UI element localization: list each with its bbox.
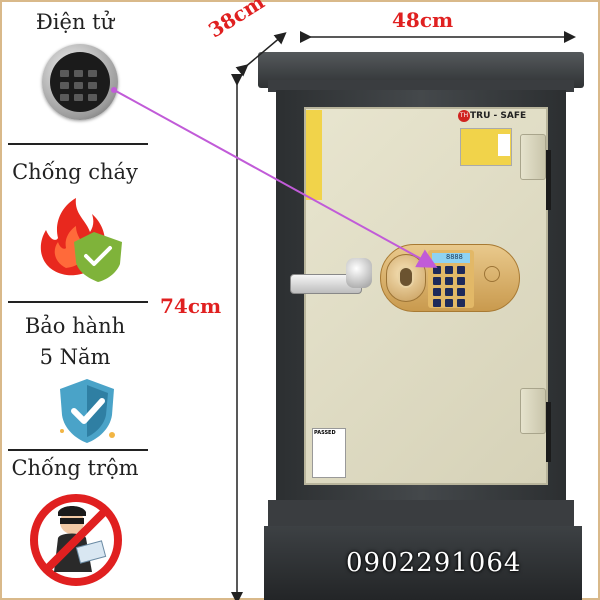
brand-name: TRU - SAFE <box>470 111 527 121</box>
keypad-screen <box>432 253 470 263</box>
safe-base-trim <box>268 500 574 530</box>
brand-badge: TH <box>458 110 470 122</box>
barcode-sticker <box>498 134 510 156</box>
keypad-key <box>88 94 97 101</box>
feature-divider <box>8 449 148 451</box>
passed-label: PASSED <box>314 430 336 436</box>
keypad-key <box>74 70 83 77</box>
electronic-keypad-icon <box>42 44 118 120</box>
keypad-button <box>445 277 453 285</box>
height-label: 74cm <box>160 294 222 318</box>
keyhole-icon <box>398 266 414 288</box>
keypad-button <box>457 288 465 296</box>
safe-base <box>264 526 582 600</box>
keypad-screen-text: 8888 <box>446 253 463 261</box>
keypad-key <box>60 70 69 77</box>
feature-warranty-label: Bảo hành <box>24 314 126 338</box>
keypad-button <box>445 288 453 296</box>
feature-warranty-years: 5 Năm <box>39 345 111 369</box>
keypad-button <box>457 266 465 274</box>
passed-sticker <box>312 428 346 478</box>
keypad-key <box>74 82 83 89</box>
keypad-key <box>60 94 69 101</box>
lower-hinge <box>520 388 546 434</box>
keypad-button <box>457 277 465 285</box>
feature-antitheft-label: Chống trộm <box>11 456 139 480</box>
upper-hinge <box>520 134 546 180</box>
fire-shield-icon <box>40 198 122 282</box>
feature-divider <box>8 301 148 303</box>
keypad-button <box>433 266 441 274</box>
keypad-button <box>445 299 453 307</box>
warranty-shield-icon <box>60 379 115 443</box>
keypad-button <box>433 277 441 285</box>
no-thief-icon <box>30 494 122 586</box>
upper-hinge-rod <box>546 150 551 210</box>
handle-knob <box>346 258 372 288</box>
keypad-key <box>88 70 97 77</box>
phone-number: 0902291064 <box>346 548 522 578</box>
lower-hinge-rod <box>546 402 551 462</box>
keypad-key <box>60 82 69 89</box>
safe-top-trim <box>268 80 574 92</box>
keypad-button <box>445 266 453 274</box>
keypad-key <box>88 82 97 89</box>
lock-logo-icon <box>484 266 500 282</box>
feature-fireproof-label: Chống cháy <box>12 160 138 184</box>
feature-electronic-label: Điện tử <box>35 10 115 34</box>
width-label: 48cm <box>392 8 454 32</box>
keypad-button <box>457 299 465 307</box>
keypad-key <box>74 94 83 101</box>
keypad-thumb-face <box>50 52 110 112</box>
keypad-button <box>433 288 441 296</box>
feature-divider <box>8 143 148 145</box>
keypad-button <box>433 299 441 307</box>
fireproof-sticker <box>306 110 322 200</box>
